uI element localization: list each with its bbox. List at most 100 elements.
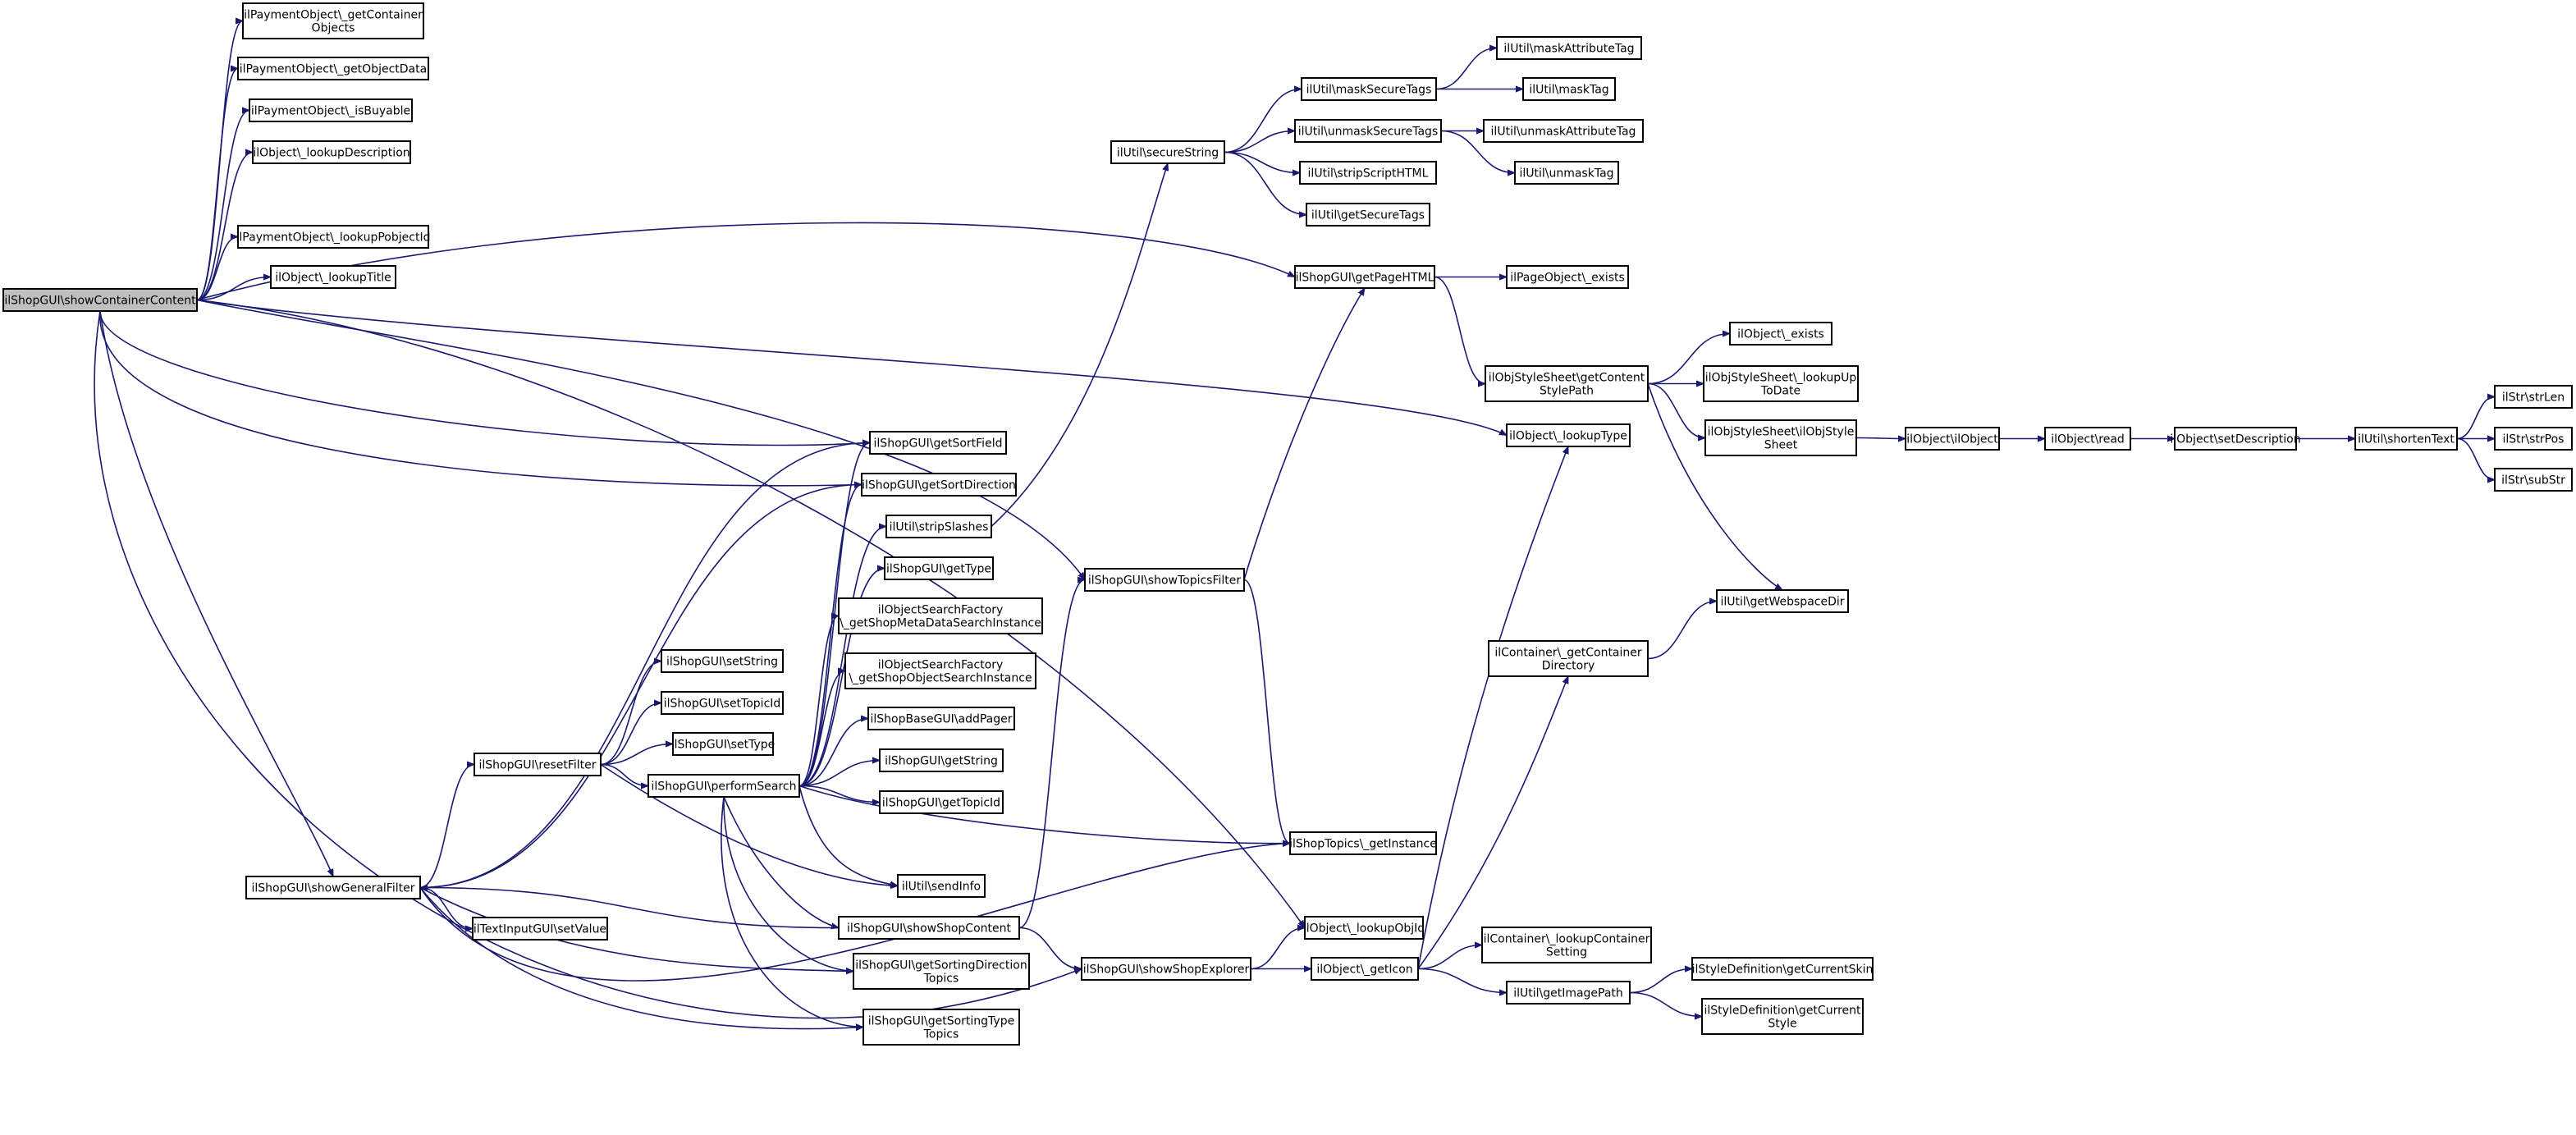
edge-n1-to-n45 [196,299,1507,437]
graph-node[interactable]: ilUtil\unmaskTag [1514,161,1619,185]
graph-node[interactable]: ilObjectSearchFactory\_getShopMetaDataSe… [838,597,1043,634]
node-label: ilUtil\getSecureTags [1311,209,1425,222]
node-label: Directory [1542,660,1595,673]
graph-node[interactable]: ilStr\strPos [2494,427,2573,451]
node-label: ilStr\subStr [2501,474,2565,487]
node-box [1522,77,1616,101]
graph-node[interactable]: ilUtil\getImagePath [1506,981,1631,1005]
graph-node[interactable]: ilObject\_lookupDescription [252,140,411,164]
graph-node[interactable]: ilObject\_lookupType [1506,423,1631,447]
graph-node[interactable]: ilShopGUI\getSortDirection [861,473,1017,497]
graph-node[interactable]: ilUtil\maskAttributeTag [1496,36,1642,60]
edge-n1-to-n4 [196,111,250,301]
node-label: ilShopGUI\showShopContent [847,922,1012,936]
node-box [1294,119,1442,143]
edge-n20-to-n18 [600,703,662,766]
graph-node[interactable]: ilShopGUI\showShopExplorer [1081,957,1251,981]
node-box [2354,427,2458,451]
edge-n23-to-n24 [419,886,474,929]
graph-node[interactable]: ilObject\read [2044,427,2131,451]
node-box [2,288,198,312]
edge-n21-to-n11 [798,569,885,787]
graph-node[interactable]: ilShopGUI\getType [884,556,994,580]
graph-node[interactable]: ilShopGUI\getSortField [869,431,1007,455]
graph-node[interactable]: ilStr\subStr [2494,468,2573,492]
node-label: Objects [312,22,355,35]
edge-n23-to-n20 [419,765,475,889]
graph-node[interactable]: ilTextInputGUI\setValue [472,917,608,940]
graph-node[interactable]: ilObject\_getIcon [1311,957,1419,981]
graph-node[interactable]: ilUtil\maskSecureTags [1301,77,1437,101]
graph-node[interactable]: ilPaymentObject\_lookupPobjectId [236,225,431,249]
node-label: ilObject\_getIcon [1316,963,1412,977]
edge-n58-to-n61 [2456,437,2496,480]
graph-node[interactable]: ilUtil\getWebspaceDir [1716,589,1849,613]
graph-node[interactable]: ilPaymentObject\_getObjectData [237,57,429,80]
graph-node[interactable]: ilShopGUI\showShopContent [838,916,1020,940]
node-label: ilUtil\unmaskSecureTags [1298,126,1439,139]
node-label: ilObject\ilObject [1906,433,1998,446]
node-box [2494,468,2573,492]
graph-node[interactable]: ilObject\ilObject [1905,427,2000,451]
graph-node[interactable]: ilPaymentObject\_isBuyable [249,98,413,122]
graph-node[interactable]: ilStyleDefinition\getCurrentSkin [1691,957,1874,981]
graph-node[interactable]: ilObject\_lookupObjId [1303,916,1425,940]
node-box [1289,831,1437,855]
node-label: ilUtil\getImagePath [1513,987,1623,1000]
node-label: ilPaymentObject\_getObjectData [240,63,427,76]
graph-node[interactable]: ilShopBaseGUI\addPager [867,707,1015,730]
edge-n39-to-n40 [1243,579,1291,844]
graph-node[interactable]: ilObjectSearchFactory\_getShopObjectSear… [844,652,1036,689]
graph-node[interactable]: ilShopGUI\setString [661,649,784,673]
graph-node[interactable]: ilShopGUI\setTopicId [661,691,784,715]
graph-node[interactable]: ilPageObject\_exists [1506,265,1629,289]
node-label: ilUtil\stripSlashes [890,521,989,534]
edge-n23-to-n9 [419,485,862,889]
edge-n23-to-n27 [419,886,863,1029]
graph-node[interactable]: ilUtil\shortenText [2354,427,2458,451]
graph-node[interactable]: ilObject\_exists [1729,322,1832,346]
graph-node[interactable]: ilStr\strLen [2494,385,2573,409]
graph-node[interactable]: ilUtil\unmaskAttributeTag [1483,119,1644,143]
graph-node[interactable]: ilShopGUI\setType [671,732,776,756]
graph-node[interactable]: ilShopGUI\getPageHTML [1294,265,1435,289]
graph-node[interactable]: ilShopGUI\showTopicsFilter [1084,568,1245,592]
graph-node[interactable]: ilUtil\stripScriptHTML [1299,161,1437,185]
graph-node[interactable]: ilShopGUI\getString [879,748,1004,772]
graph-node[interactable]: ilUtil\unmaskSecureTags [1294,119,1442,143]
graph-node[interactable]: ilObject\setDescription [2170,427,2301,451]
node-label: ilUtil\unmaskTag [1519,167,1613,181]
graph-node[interactable]: ilShopGUI\getTopicId [879,790,1004,814]
graph-node[interactable]: ilShopGUI\performSearch [647,774,800,798]
graph-node[interactable]: ilShopTopics\_getInstance [1289,831,1437,855]
graph-node[interactable]: ilUtil\getSecureTags [1306,203,1430,227]
node-label: ToDate [1760,385,1800,398]
node-box [661,691,784,715]
graph-node[interactable]: ilShopGUI\showGeneralFilter [245,876,421,899]
node-label: Topics [923,973,959,986]
graph-node[interactable]: ilUtil\sendInfo [897,874,986,898]
edge-n39-to-n37 [1243,288,1366,580]
node-label: \_getShopMetaDataSearchInstance [840,617,1041,630]
graph-node[interactable]: ilUtil\maskTag [1522,77,1616,101]
edge-n43-to-n50 [1417,676,1569,969]
graph-node[interactable]: ilShopGUI\showContainerContent [2,288,198,312]
graph-node[interactable]: ilUtil\secureString [1110,140,1225,164]
graph-node[interactable]: ilShopGUI\resetFilter [474,753,602,776]
graph-node[interactable]: ilObject\_lookupTitle [270,265,396,289]
node-label: ilShopGUI\resetFilter [478,759,596,772]
node-box [869,431,1007,455]
edge-n25-to-n41 [1018,927,1082,969]
graph-node[interactable]: ilUtil\stripSlashes [885,515,992,538]
node-label: ilPaymentObject\_getContainer [244,9,423,22]
graph-node[interactable]: ilObjStyleSheet\ilObjStyleSheet [1704,419,1857,456]
edge-n21-to-n15 [798,761,880,787]
